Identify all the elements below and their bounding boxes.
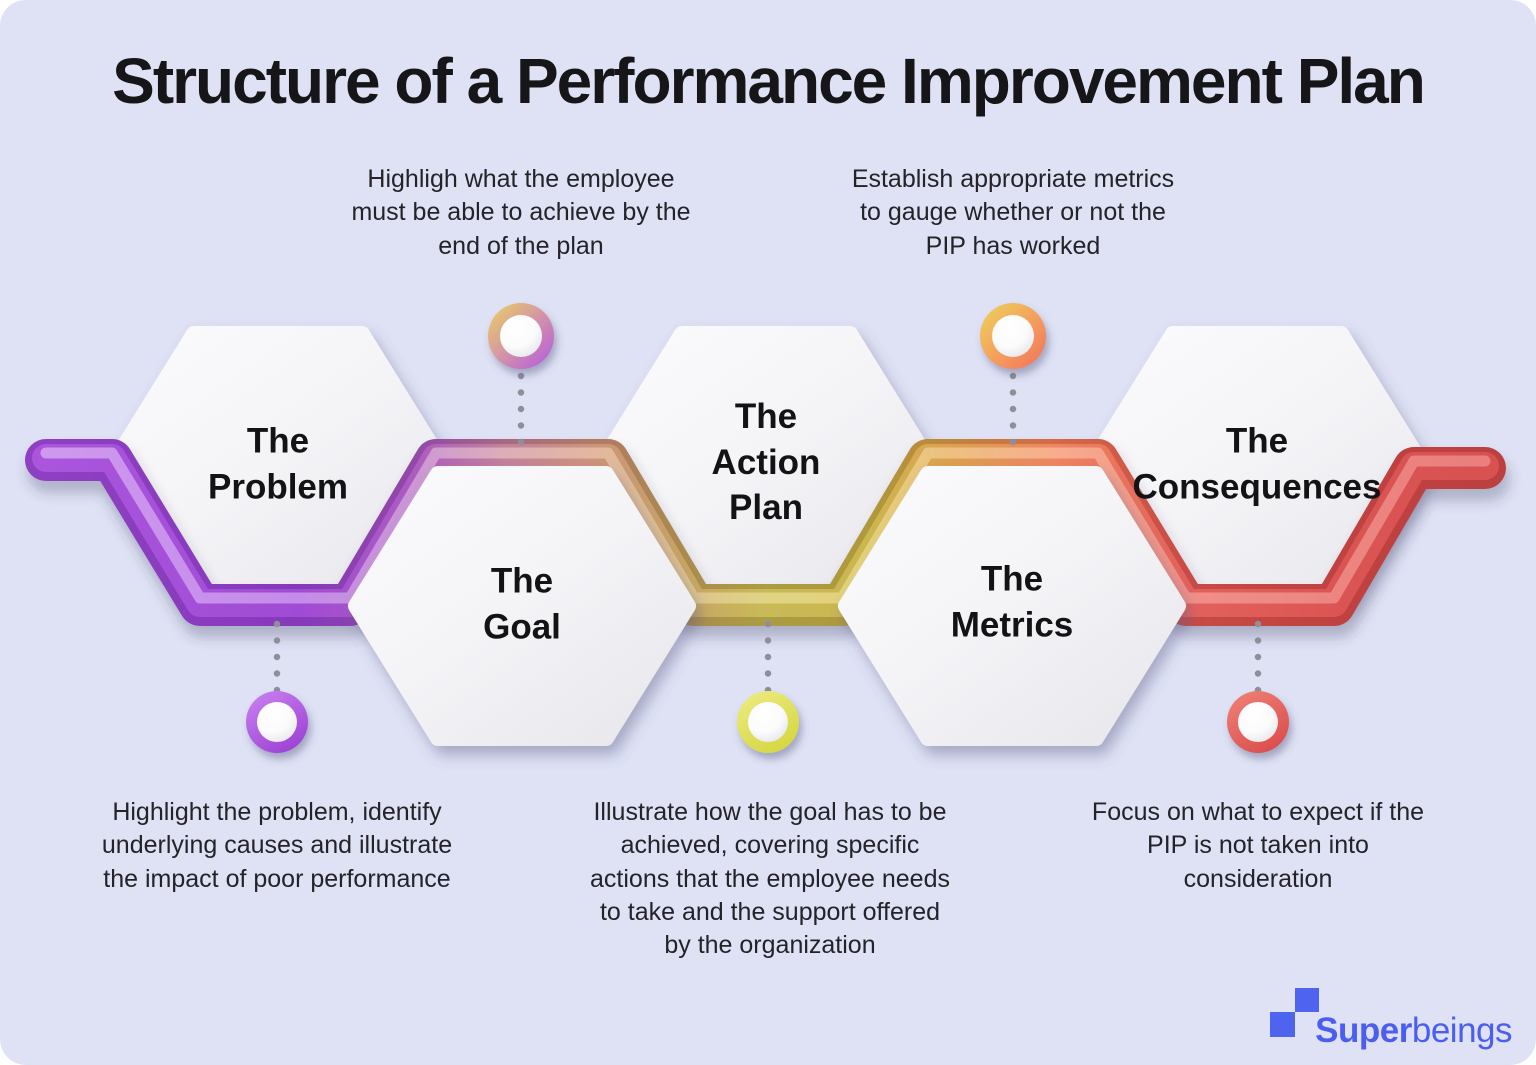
- hexagon-goal: [348, 466, 696, 746]
- note-goal: Highligh what the employee must be able …: [351, 165, 691, 260]
- logo-square-small: [1295, 988, 1320, 1012]
- marker-action-plan: [737, 691, 799, 753]
- hexagon-label-line: The: [1225, 421, 1289, 461]
- hexagon-label-goal: The Goal: [483, 559, 561, 650]
- hexagon-label-line: Consequences: [1132, 467, 1382, 506]
- hexagon-label-line: Metrics: [950, 605, 1074, 644]
- hexagon-label-line: The: [980, 559, 1044, 599]
- hexagon-label-line: Goal: [483, 607, 561, 646]
- hexagon-label-metrics: The Metrics: [951, 557, 1074, 648]
- hexagon-label-line: Plan: [729, 487, 803, 527]
- hexagon-label-line: The: [734, 396, 798, 436]
- marker-consequences: [1227, 691, 1289, 753]
- logo-square-large: [1270, 1012, 1296, 1037]
- hexagon-label-line: The: [490, 561, 554, 601]
- hexagon-label-line: Problem: [207, 467, 349, 506]
- marker-goal: [488, 303, 554, 369]
- brand-logo-icon: [1270, 988, 1320, 1038]
- hexagon-label-line: The: [246, 421, 310, 461]
- brand-name-regular: beings: [1411, 1010, 1513, 1050]
- marker-metrics: [980, 303, 1046, 369]
- hexagon-label-consequences: The Consequences: [1133, 419, 1382, 510]
- hexagon-label-problem: The Problem: [208, 419, 348, 510]
- ribbon-path: [25, 439, 1510, 638]
- note-problem: Highlight the problem, identify underlyi…: [101, 798, 453, 893]
- hexagon-label-line: Action: [711, 442, 821, 482]
- marker-problem: [246, 691, 308, 753]
- note-consequences: Focus on what to expect if the PIP is no…: [1091, 798, 1425, 893]
- brand-logo: Superbeings: [1270, 988, 1513, 1051]
- brand-name-bold: Super: [1315, 1010, 1412, 1050]
- page-title: Structure of a Performance Improvement P…: [112, 45, 1426, 117]
- dotted-connectors: [273, 372, 1262, 695]
- hexagon-metrics: [838, 466, 1186, 746]
- brand-logo-text: Superbeings: [1315, 1011, 1512, 1051]
- note-metrics: Establish appropriate metrics to gauge w…: [851, 165, 1175, 260]
- hexagon-label-action-plan: The Action Plan: [712, 394, 821, 531]
- note-action-plan: Illustrate how the goal has to be achiev…: [590, 798, 950, 959]
